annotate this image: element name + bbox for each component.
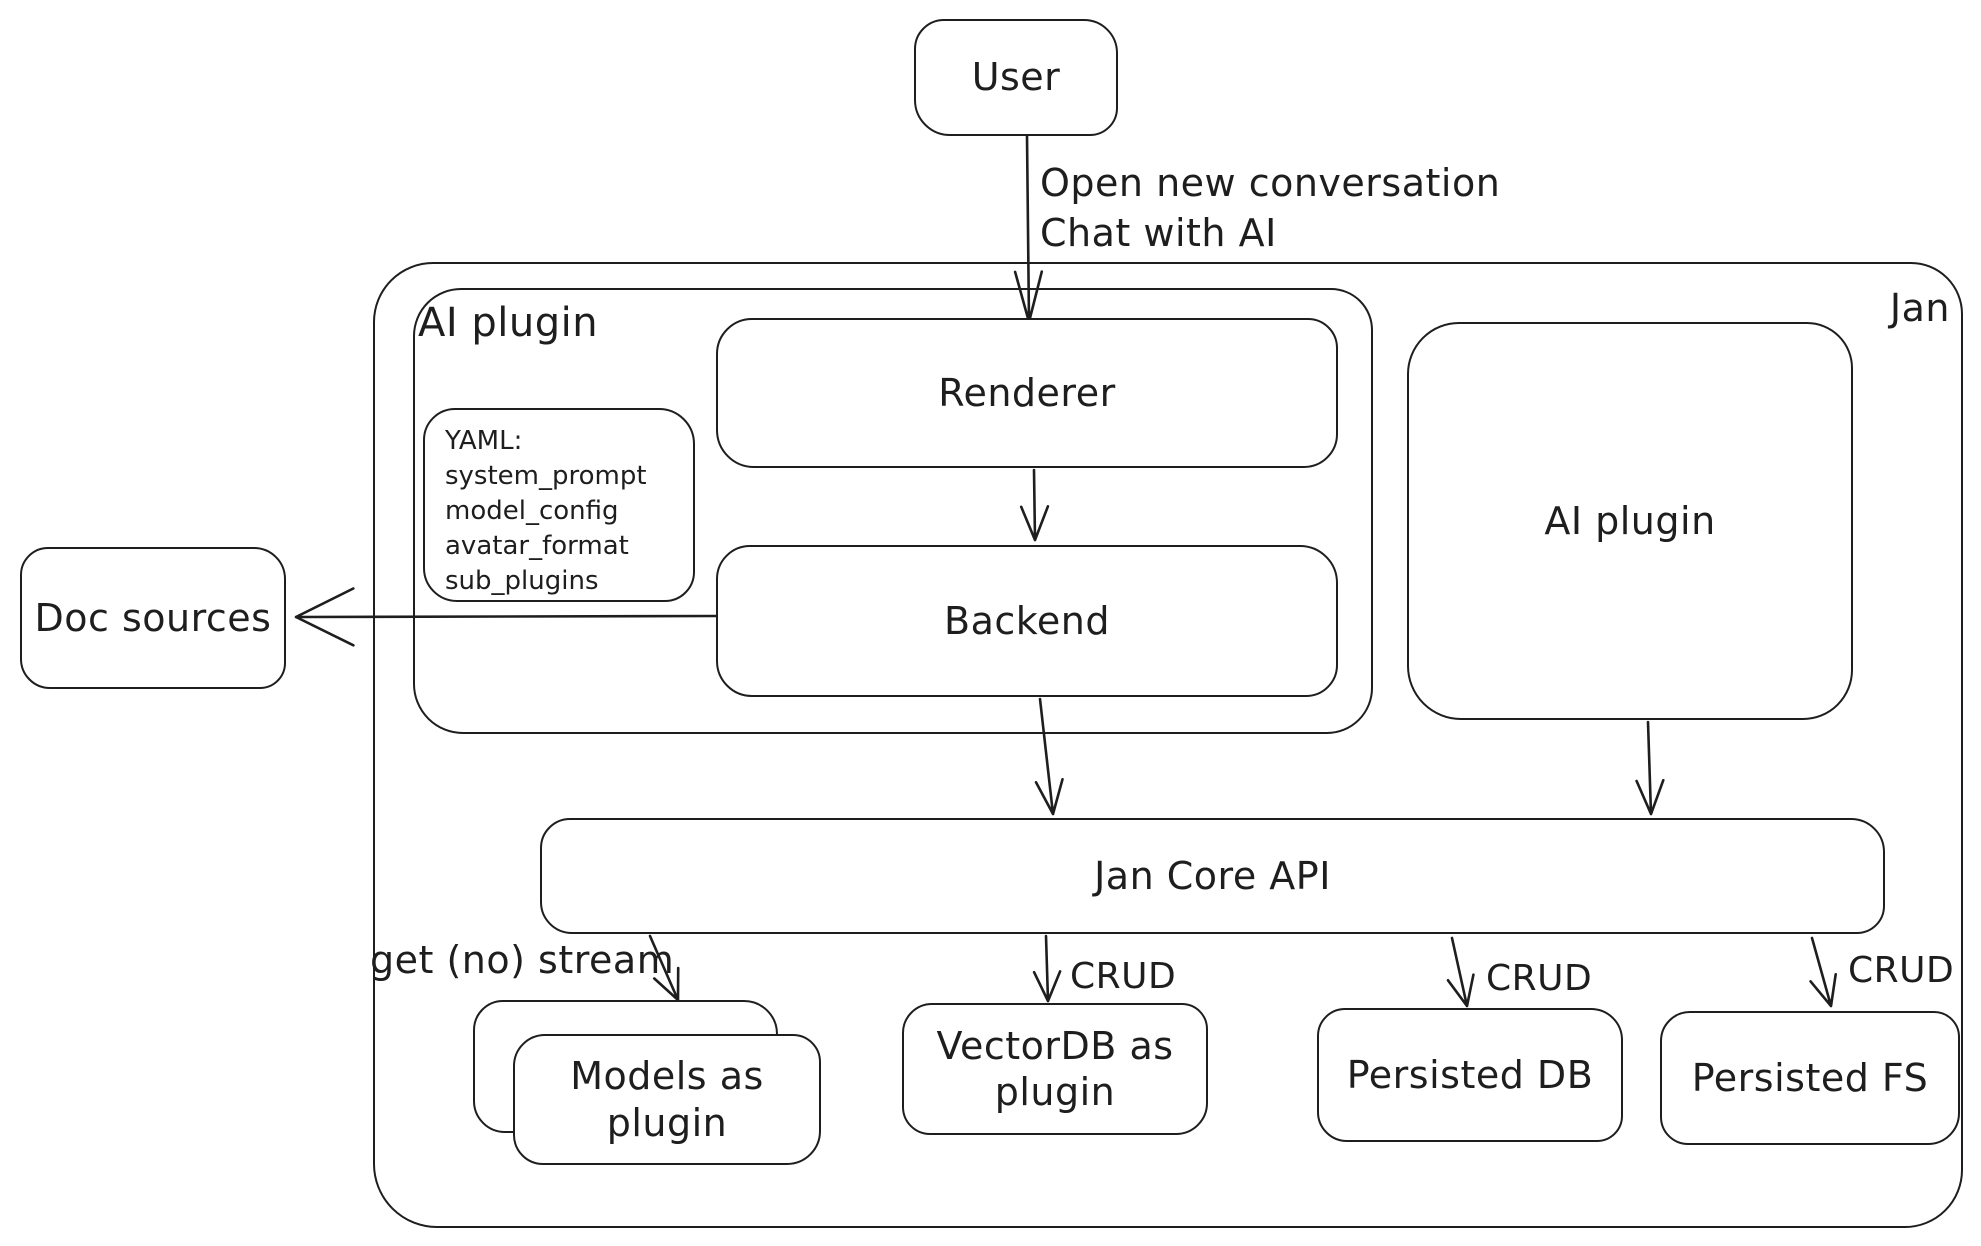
arrow-core-api-to-persisted-db xyxy=(1446,936,1475,1008)
crud-label-persisted-fs: CRUD xyxy=(1848,950,1955,991)
arrow-core-api-to-vectordb xyxy=(1032,934,1062,1003)
persisted-db-box: Persisted DB xyxy=(1317,1008,1623,1142)
arrow-user-to-renderer xyxy=(1013,134,1044,324)
doc-sources-box: Doc sources xyxy=(20,547,286,689)
arrow-renderer-to-backend xyxy=(1019,468,1050,542)
jan-container-label: Jan xyxy=(1889,286,1950,330)
arrow-backend-to-doc-sources xyxy=(294,587,718,647)
get-no-stream-label: get (no) stream xyxy=(370,938,675,982)
yaml-note-line: system_prompt xyxy=(445,461,647,491)
crud-label-persisted-db: CRUD xyxy=(1486,958,1593,999)
ai-plugin-box: AI plugin xyxy=(1407,322,1853,720)
user-arrow-label-line1: Open new conversation xyxy=(1040,161,1501,205)
backend-box: Backend xyxy=(716,545,1338,697)
vectordb-as-plugin-box: VectorDB as plugin xyxy=(902,1003,1208,1135)
yaml-note-title: YAML: xyxy=(445,426,523,456)
arrow-backend-to-core-api xyxy=(1034,697,1064,816)
yaml-note-line: sub_plugins xyxy=(445,566,599,596)
user-box: User xyxy=(914,19,1118,136)
yaml-note-line: avatar_format xyxy=(445,531,629,561)
jan-container xyxy=(373,262,1963,1228)
jan-core-api-box: Jan Core API xyxy=(540,818,1885,934)
yaml-note-box: YAML: system_prompt model_config avatar_… xyxy=(423,408,695,602)
user-arrow-label-line2: Chat with AI xyxy=(1040,211,1277,255)
arrow-core-api-to-persisted-fs xyxy=(1809,936,1837,1008)
arrow-aiplugin-to-core-api xyxy=(1635,720,1665,816)
yaml-note-line: model_config xyxy=(445,496,619,526)
renderer-box: Renderer xyxy=(716,318,1338,468)
persisted-fs-box: Persisted FS xyxy=(1660,1011,1960,1145)
ai-plugin-container xyxy=(413,288,1373,734)
crud-label-vectordb: CRUD xyxy=(1070,956,1177,997)
user-arrow-label: Open new conversation Chat with AI xyxy=(1040,158,1500,258)
arrow-core-api-to-models xyxy=(648,934,680,1002)
models-as-plugin-box: Models as plugin xyxy=(513,1034,821,1165)
ai-plugin-container-label: AI plugin xyxy=(418,300,599,346)
